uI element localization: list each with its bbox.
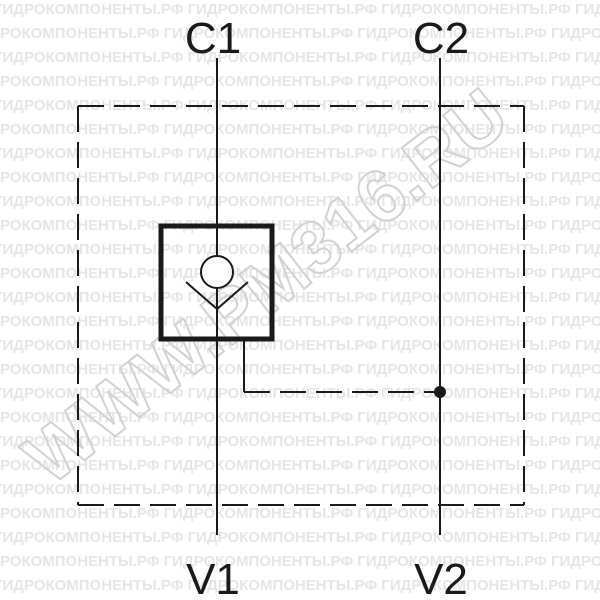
main-lines bbox=[216, 58, 441, 535]
watermark-row: ГИДРОКОМПОНЕНТЫ.РФ ГИДРОКОМПОНЕНТЫ.РФ ГИ… bbox=[0, 73, 600, 90]
watermark-row: ГИДРОКОМПОНЕНТЫ.РФ ГИДРОКОМПОНЕНТЫ.РФ ГИ… bbox=[0, 121, 600, 138]
watermark-row: ГИДРОКОМПОНЕНТЫ.РФ ГИДРОКОМПОНЕНТЫ.РФ ГИ… bbox=[0, 193, 600, 210]
watermark-row: ГИДРОКОМПОНЕНТЫ.РФ ГИДРОКОМПОНЕНТЫ.РФ ГИ… bbox=[0, 313, 600, 330]
watermark-row: ГИДРОКОМПОНЕНТЫ.РФ ГИДРОКОМПОНЕНТЫ.РФ ГИ… bbox=[0, 409, 600, 426]
watermark-row: ГИДРОКОМПОНЕНТЫ.РФ ГИДРОКОМПОНЕНТЫ.РФ ГИ… bbox=[0, 289, 600, 306]
watermark-row: ГИДРОКОМПОНЕНТЫ.РФ ГИДРОКОМПОНЕНТЫ.РФ ГИ… bbox=[0, 553, 600, 570]
valve-body bbox=[158, 223, 275, 342]
watermark-row: ГИДРОКОМПОНЕНТЫ.РФ ГИДРОКОМПОНЕНТЫ.РФ ГИ… bbox=[0, 169, 600, 186]
watermark-row: ГИДРОКОМПОНЕНТЫ.РФ ГИДРОКОМПОНЕНТЫ.РФ ГИ… bbox=[0, 145, 600, 162]
watermark-row: ГИДРОКОМПОНЕНТЫ.РФ ГИДРОКОМПОНЕНТЫ.РФ ГИ… bbox=[0, 361, 600, 378]
check-valve-icon bbox=[158, 223, 275, 342]
watermark-row: ГИДРОКОМПОНЕНТЫ.РФ ГИДРОКОМПОНЕНТЫ.РФ ГИ… bbox=[0, 217, 600, 234]
watermark-row: ГИДРОКОМПОНЕНТЫ.РФ ГИДРОКОМПОНЕНТЫ.РФ ГИ… bbox=[0, 529, 600, 546]
watermark-row: ГИДРОКОМПОНЕНТЫ.РФ ГИДРОКОМПОНЕНТЫ.РФ ГИ… bbox=[0, 433, 600, 450]
port-label-v1: V1 bbox=[186, 555, 240, 600]
watermark-row: ГИДРОКОМПОНЕНТЫ.РФ ГИДРОКОМПОНЕНТЫ.РФ ГИ… bbox=[0, 25, 600, 42]
valve-seat bbox=[185, 281, 249, 311]
watermark-row: ГИДРОКОМПОНЕНТЫ.РФ ГИДРОКОМПОНЕНТЫ.РФ ГИ… bbox=[0, 49, 600, 66]
watermark-row: ГИДРОКОМПОНЕНТЫ.РФ ГИДРОКОМПОНЕНТЫ.РФ ГИ… bbox=[0, 481, 600, 498]
watermark-row: ГИДРОКОМПОНЕНТЫ.РФ ГИДРОКОМПОНЕНТЫ.РФ ГИ… bbox=[0, 577, 600, 594]
junction-dot bbox=[434, 386, 446, 398]
pilot-envelope bbox=[77, 105, 525, 506]
port-label-v2: V2 bbox=[414, 555, 468, 600]
watermark-row: ГИДРОКОМПОНЕНТЫ.РФ ГИДРОКОМПОНЕНТЫ.РФ ГИ… bbox=[0, 505, 600, 522]
watermark-row: ГИДРОКОМПОНЕНТЫ.РФ ГИДРОКОМПОНЕНТЫ.РФ ГИ… bbox=[0, 265, 600, 282]
watermark-row: ГИДРОКОМПОНЕНТЫ.РФ ГИДРОКОМПОНЕНТЫ.РФ ГИ… bbox=[0, 385, 600, 402]
watermark-row: ГИДРОКОМПОНЕНТЫ.РФ ГИДРОКОМПОНЕНТЫ.РФ ГИ… bbox=[0, 241, 600, 258]
valve-ball bbox=[200, 255, 234, 289]
watermark-row: ГИДРОКОМПОНЕНТЫ.РФ ГИДРОКОМПОНЕНТЫ.РФ ГИ… bbox=[0, 457, 600, 474]
watermark-row: ГИДРОКОМПОНЕНТЫ.РФ ГИДРОКОМПОНЕНТЫ.РФ ГИ… bbox=[0, 1, 600, 18]
port-label-c2: C2 bbox=[413, 14, 469, 63]
port-label-c1: C1 bbox=[185, 14, 241, 63]
watermark-row: ГИДРОКОМПОНЕНТЫ.РФ ГИДРОКОМПОНЕНТЫ.РФ ГИ… bbox=[0, 337, 600, 354]
